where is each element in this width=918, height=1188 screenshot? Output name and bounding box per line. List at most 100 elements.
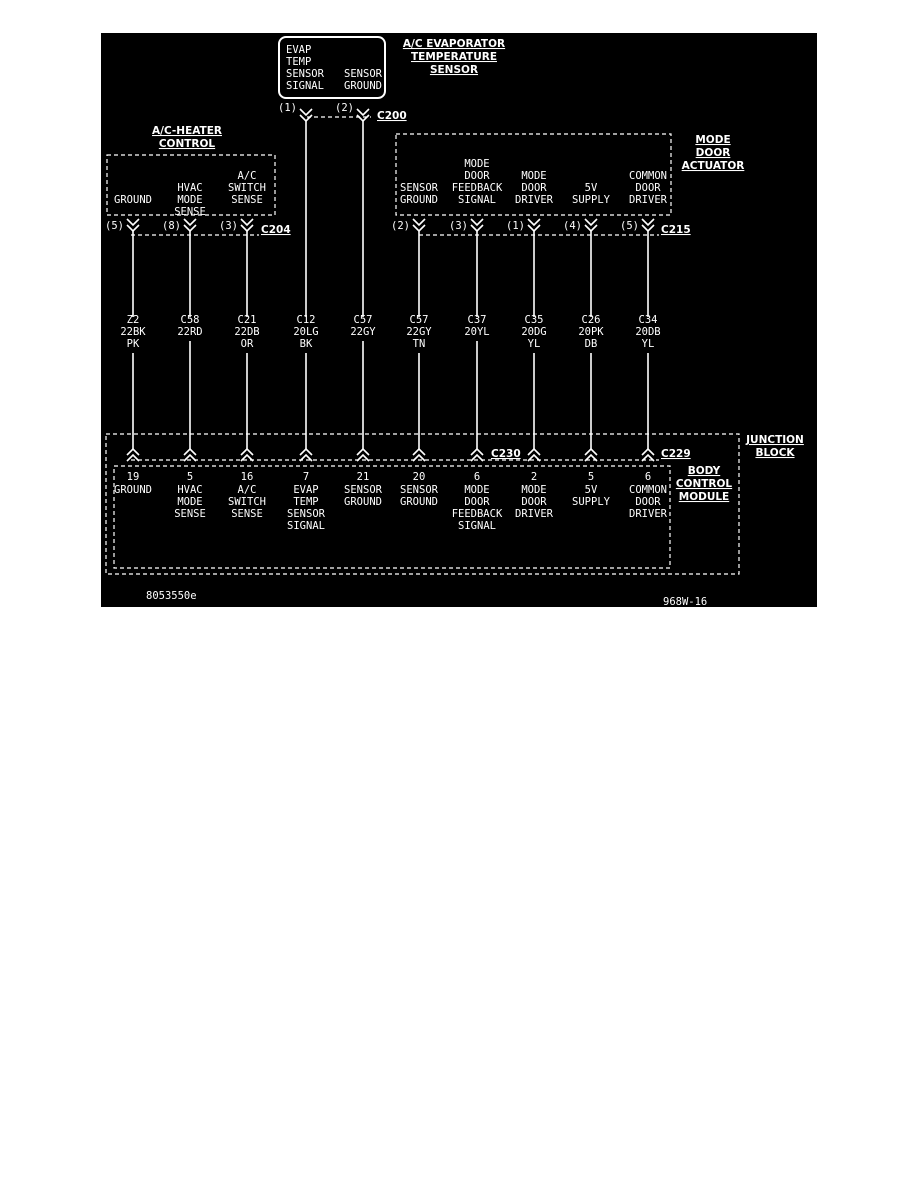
wire-5-bcm-pin-label: SENSOR: [344, 484, 383, 496]
wire-5-bottom-terminal: [356, 447, 370, 462]
evap-ground-label-line-2: GROUND: [344, 80, 382, 92]
wire-7-bottom-terminal: [470, 447, 484, 462]
wire-8-bottom-terminal: [527, 447, 541, 462]
wire-5-top-cavity: (2): [335, 102, 354, 114]
wire-10-bcm-pin-label: COMMON: [629, 484, 667, 496]
wire-3-bcm-pin-label: SENSE: [231, 508, 263, 520]
wire-5-code-label: 22GY: [350, 326, 376, 338]
wire-3-bottom-cavity: 16: [241, 471, 254, 483]
wire-1-top-cavity: (5): [105, 220, 124, 232]
evap-sensor-box: [278, 36, 386, 99]
wire-2-bcm-pin-label: HVAC: [177, 484, 202, 496]
wire-8-code-label: 20DG: [521, 326, 546, 338]
wire-7-component-pin-label: MODE: [464, 158, 489, 170]
evap-signal-label-line-3: SENSOR: [286, 68, 325, 80]
wire-3: A/CSWITCHSENSE(3)C2122DBOR16A/CSWITCHSEN…: [219, 170, 266, 520]
junction-block-title: JUNCTION BLOCK: [745, 434, 804, 459]
bcm-title-line-2: CONTROL: [676, 478, 733, 490]
figure-code-left: 8053550e: [146, 590, 197, 602]
wire-2-component-pin-label: SENSE: [174, 206, 206, 218]
wire-10-code-label: C34: [639, 314, 658, 326]
connector-c229-label: C229: [661, 448, 691, 460]
wire-1-code-label: Z2: [127, 314, 140, 326]
wire-10-bottom-cavity: 6: [645, 471, 651, 483]
wire-9-code-label: C26: [582, 314, 601, 326]
wire-8-component-pin-label: DOOR: [521, 182, 547, 194]
bcm-title-line-1: BODY: [688, 465, 721, 477]
wire-9-top-cavity: (4): [563, 220, 582, 232]
wire-3-code-label: C21: [238, 314, 257, 326]
wire-4-top-cavity: (1): [278, 102, 297, 114]
wire-4-bottom-terminal: [299, 447, 313, 462]
evap-signal-label-line-1: EVAP: [286, 44, 311, 56]
wire-4-bcm-pin-label: SIGNAL: [287, 520, 325, 532]
wire-2-top-cavity: (8): [162, 220, 181, 232]
heater-control-title: A/C-HEATER CONTROL: [152, 125, 222, 150]
wire-6-bottom-cavity: 20: [413, 471, 426, 483]
wire-3-code-label: OR: [241, 338, 254, 350]
wire-4-bcm-pin-label: SENSOR: [287, 508, 326, 520]
evap-signal-label-line-4: SIGNAL: [286, 80, 324, 92]
wire-5-bcm-pin-label: GROUND: [344, 496, 382, 508]
wire-4-code-label: C12: [297, 314, 316, 326]
heater-control-title-line-1: A/C-HEATER: [152, 125, 222, 137]
wire-10-component-pin-label: COMMON: [629, 170, 667, 182]
heater-control-title-line-2: CONTROL: [159, 138, 216, 150]
wire-3-bcm-pin-label: SWITCH: [228, 496, 266, 508]
wire-9-component-pin-label: 5V: [585, 182, 598, 194]
wire-3-component-pin-label: SWITCH: [228, 182, 266, 194]
wire-6-bcm-pin-label: GROUND: [400, 496, 438, 508]
diagram-background: [101, 33, 817, 607]
wire-8-component-pin-label: DRIVER: [515, 194, 554, 206]
wire-9-bottom-cavity: 5: [588, 471, 594, 483]
evap-sensor-title-line-1: A/C EVAPORATOR: [403, 38, 505, 50]
wire-2-code-label: C58: [181, 314, 200, 326]
wire-7-bcm-pin-label: FEEDBACK: [452, 508, 503, 520]
wire-10-code-label: YL: [642, 338, 655, 350]
wire-10: COMMONDOORDRIVER(5)C3420DBYL6COMMONDOORD…: [620, 170, 668, 520]
wire-6-bottom-terminal: [412, 447, 426, 462]
wire-10-component-pin-label: DOOR: [635, 182, 661, 194]
wire-9-code-label: 20PK: [578, 326, 604, 338]
wire-10-bcm-pin-label: DOOR: [635, 496, 661, 508]
wire-1-bottom-cavity: 19: [127, 471, 140, 483]
wire-2-bcm-pin-label: MODE: [177, 496, 202, 508]
wire-2-component-pin-label: HVAC: [177, 182, 202, 194]
wire-7-code-label: C37: [468, 314, 487, 326]
bcm-title-line-3: MODULE: [679, 491, 729, 503]
wire-2-code-label: 22RD: [177, 326, 202, 338]
wire-2-bcm-pin-label: SENSE: [174, 508, 206, 520]
mode-door-title: MODE DOOR ACTUATOR: [682, 134, 745, 172]
wire-3-bottom-terminal: [240, 447, 254, 462]
evap-sensor-title-line-2: TEMPERATURE: [411, 51, 497, 63]
wire-7-component-pin-label: DOOR: [464, 170, 490, 182]
wire-7-bcm-pin-label: DOOR: [464, 496, 490, 508]
wire-8-bcm-pin-label: MODE: [521, 484, 546, 496]
wire-3-top-cavity: (3): [219, 220, 238, 232]
connector-c230-label: C230: [491, 448, 521, 460]
wire-8-code-label: YL: [528, 338, 541, 350]
wiring-diagram: A/C EVAPORATOR TEMPERATURE SENSOR A/C-HE…: [101, 33, 817, 607]
evap-signal-label-line-2: TEMP: [286, 56, 311, 68]
wire-8-bcm-pin-label: DOOR: [521, 496, 547, 508]
wire-7-component-pin-label: FEEDBACK: [452, 182, 503, 194]
wire-7: MODEDOORFEEDBACKSIGNAL(3)C3720YL6MODEDOO…: [449, 158, 503, 532]
mode-door-title-line-1: MODE: [695, 134, 730, 146]
wire-7-bottom-cavity: 6: [474, 471, 480, 483]
wire-6-component-pin-label: SENSOR: [400, 182, 439, 194]
wire-8: MODEDOORDRIVER(1)C3520DGYL2MODEDOORDRIVE…: [506, 170, 554, 520]
wire-2-bottom-cavity: 5: [187, 471, 193, 483]
wire-1-bcm-pin-label: GROUND: [114, 484, 152, 496]
wire-6-code-label: C57: [410, 314, 429, 326]
wire-7-bcm-pin-label: SIGNAL: [458, 520, 496, 532]
wires-group: GROUND(5)Z222BKPK19GROUNDHVACMODESENSE(8…: [105, 102, 668, 532]
wire-6-component-pin-label: GROUND: [400, 194, 438, 206]
wire-10-bcm-pin-label: DRIVER: [629, 508, 668, 520]
wire-2-bottom-terminal: [183, 447, 197, 462]
figure-code-right: 968W-16: [663, 596, 707, 607]
wire-4-bcm-pin-label: TEMP: [293, 496, 318, 508]
wire-9-bottom-terminal: [584, 447, 598, 462]
